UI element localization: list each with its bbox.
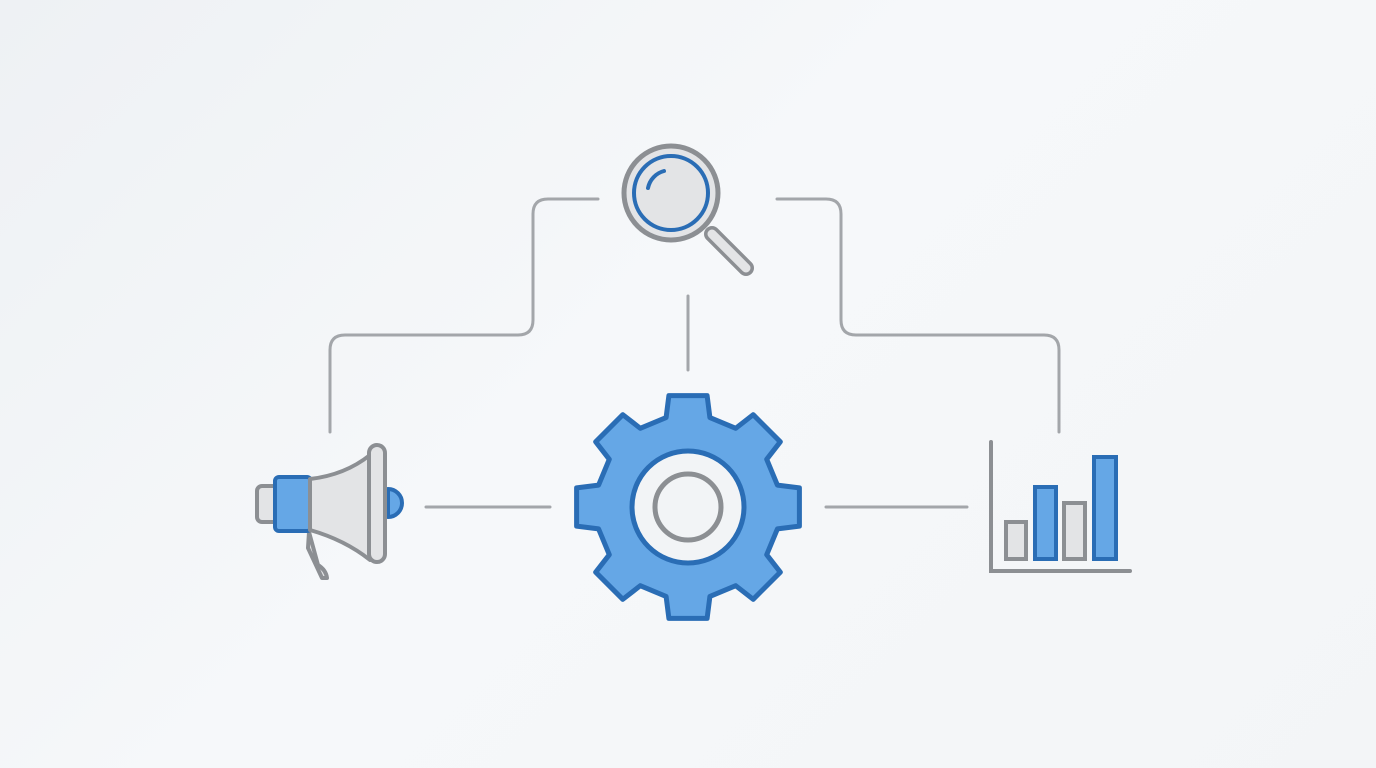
megaphone-icon <box>255 443 404 580</box>
chart-bar <box>1033 485 1058 561</box>
connector-search-analytics <box>775 197 1061 434</box>
chart-bar <box>1004 520 1028 561</box>
connector-search-marketing <box>328 197 600 434</box>
magnifying-glass-icon <box>621 143 754 276</box>
chart-bar <box>1062 501 1087 561</box>
chart-bar <box>1092 455 1118 561</box>
gear-icon <box>574 393 802 621</box>
bar-chart-icon <box>989 440 1132 573</box>
